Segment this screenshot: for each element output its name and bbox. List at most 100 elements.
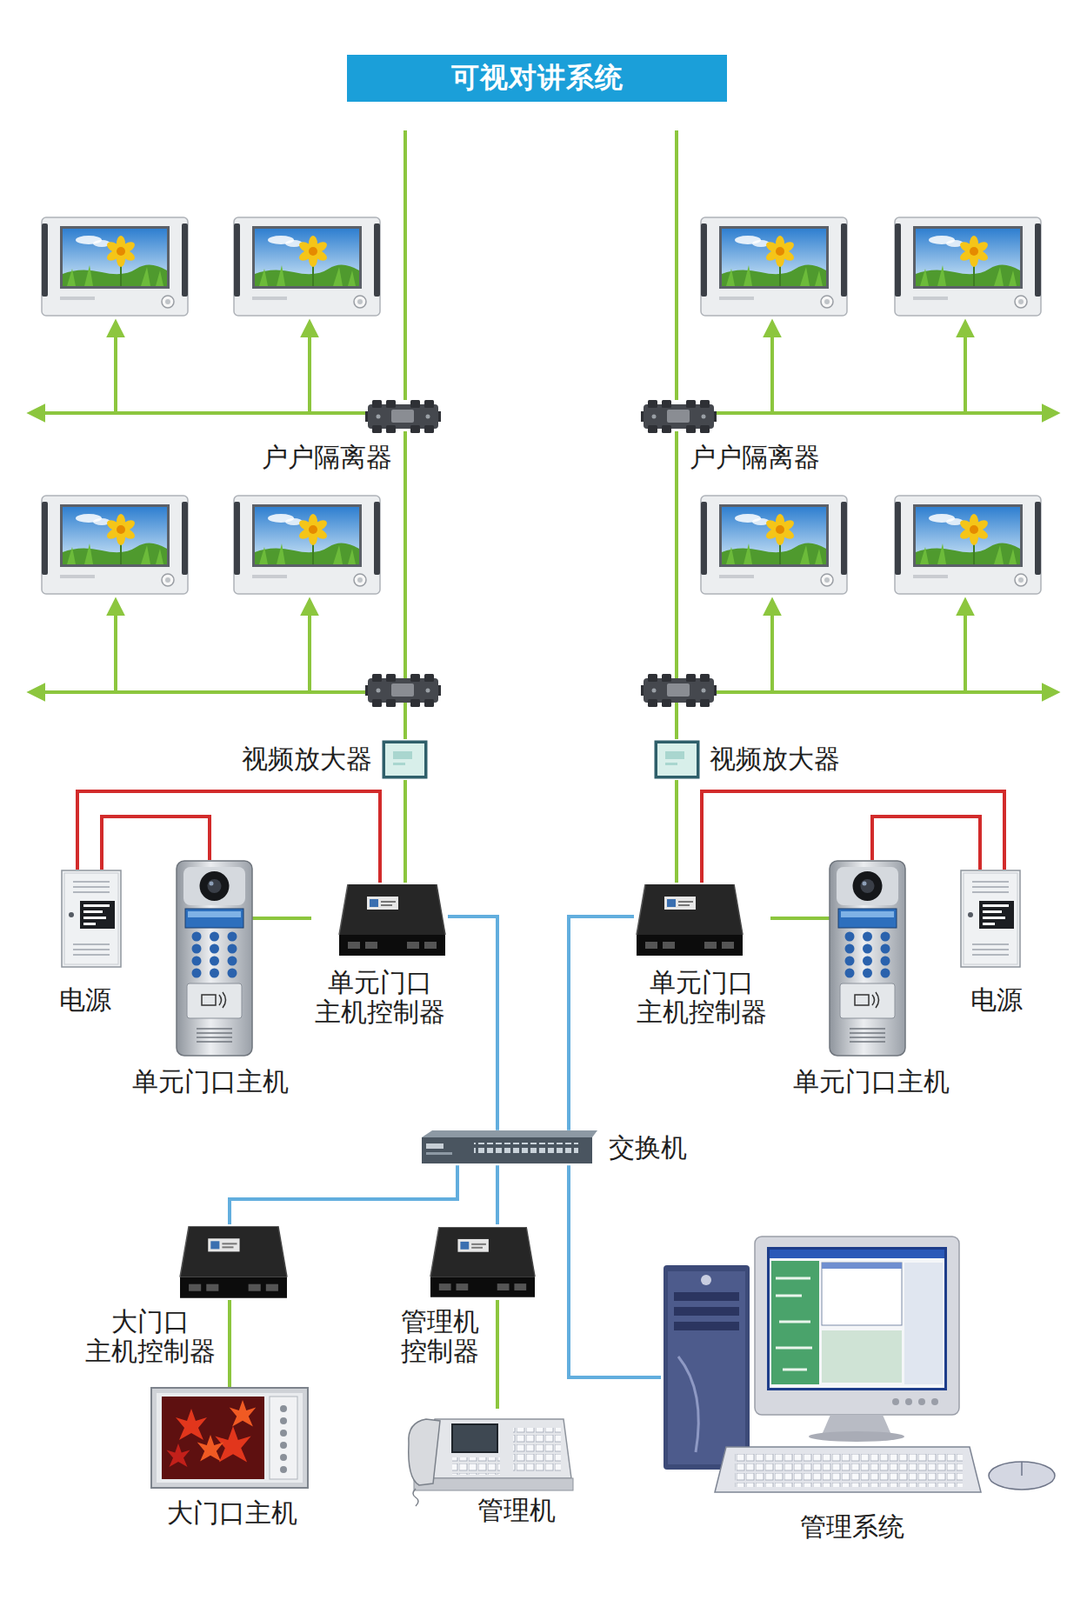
- indoor-monitor-part: [41, 217, 188, 316]
- indoor-monitor-part: [700, 217, 847, 316]
- green-wiring-part: [770, 333, 774, 414]
- device-node: 单元门口主机: [125, 860, 294, 1103]
- computer-illustration-part-part: [892, 1398, 900, 1406]
- management-phone-device-part: [513, 1427, 561, 1472]
- video-amplifier-device-part: [654, 740, 701, 780]
- management-phone-device-part: [452, 1424, 498, 1453]
- power-supply-device: [61, 870, 1021, 967]
- device-node: 单元门口主机: [787, 860, 957, 1103]
- computer-illustration: [663, 1236, 1055, 1493]
- green-wiring-part: [963, 333, 967, 414]
- green-wiring-part: [113, 612, 118, 693]
- switch-device-part: [421, 1130, 598, 1138]
- door-station-device-part: [176, 860, 253, 1056]
- gate-station-device-part-part: [175, 1408, 207, 1441]
- computer-illustration-part: [667, 1271, 746, 1465]
- green-wiring-part: [251, 916, 295, 921]
- indoor-monitor-part: [233, 217, 381, 316]
- device-label: 单元门口主机: [132, 1066, 289, 1098]
- computer-illustration-part: [673, 1321, 740, 1331]
- gate-station-device: [151, 1387, 308, 1488]
- video-amplifier-device: [382, 740, 701, 780]
- device-label: 大门口 主机控制器: [85, 1307, 216, 1368]
- device-node: 交换机: [417, 1130, 696, 1167]
- gate-station-device-part: [156, 1393, 303, 1483]
- computer-illustration-part-part: [905, 1398, 913, 1406]
- gate-station-device-part-part: [280, 1453, 287, 1461]
- device-node: 管理机: [404, 1408, 574, 1531]
- computer-illustration-part: [754, 1236, 960, 1415]
- green-wiring-part: [770, 612, 774, 693]
- gate-station-device-part-part: [280, 1466, 287, 1474]
- gate-station-device-part: [161, 1396, 265, 1480]
- isolator-device: [365, 400, 717, 707]
- green-wiring-part: [227, 1300, 232, 1374]
- green-wiring: [41, 130, 1046, 1374]
- isolator-device-part: [365, 400, 441, 434]
- controller-device-part: [430, 1227, 535, 1298]
- gate-station-device-part-part: [280, 1417, 287, 1425]
- power-supply-device-part: [61, 870, 121, 967]
- computer-illustration-part: [771, 1260, 820, 1385]
- video-amplifier-device-part: [382, 740, 428, 780]
- green-wiring-part: [495, 1300, 500, 1374]
- green-wiring-part: [403, 431, 407, 480]
- computer-illustration-part: [988, 1461, 1055, 1490]
- wire-connector: [495, 1372, 500, 1409]
- computer-illustration-part: [821, 1330, 902, 1383]
- wire-connector: [568, 916, 634, 1131]
- gate-station-device-part: [197, 1400, 257, 1462]
- device-label: 户户隔离器: [261, 442, 393, 474]
- switch-device-part: [426, 1152, 453, 1155]
- management-phone-device-part: [413, 1478, 574, 1491]
- wire-connector: [447, 916, 498, 1131]
- title-text: 可视对讲系统: [451, 59, 624, 98]
- device-node: 管理机 控制器: [395, 1224, 540, 1373]
- gate-station-device-part-part: [229, 1400, 257, 1428]
- wire-connector: [229, 1165, 458, 1225]
- computer-illustration-part-part: [918, 1398, 926, 1406]
- green-wiring-part: [714, 411, 1046, 415]
- green-wiring-part: [786, 916, 831, 921]
- isolator-device-part: [640, 673, 717, 707]
- gate-station-device-part-part: [280, 1441, 287, 1449]
- computer-illustration-part: [663, 1265, 750, 1470]
- device-node: 户户隔离器: [257, 396, 446, 479]
- computer-illustration-part-part: [931, 1398, 939, 1406]
- wire-connector: [674, 780, 679, 883]
- computer-illustration-part: [821, 1262, 902, 1269]
- device-label: 管理机: [477, 1495, 556, 1527]
- device-node: 单元门口 主机控制器: [311, 882, 448, 1031]
- switch-device-part: [473, 1142, 579, 1157]
- device-label: 户户隔离器: [689, 442, 821, 474]
- device-node: 大门口 主机控制器: [69, 1224, 298, 1373]
- green-wiring-part: [674, 431, 679, 480]
- device-label: 视频放大器: [709, 744, 841, 775]
- green-wiring-part: [403, 130, 407, 401]
- title-band: 可视对讲系统: [346, 54, 727, 102]
- device-label: 电源: [59, 985, 112, 1016]
- isolator-device-part: [640, 400, 717, 434]
- gate-station-device-part: [269, 1396, 298, 1480]
- device-node: 视频放大器: [233, 739, 433, 781]
- computer-illustration-part: [734, 1452, 963, 1488]
- computer-illustration-part: [714, 1447, 981, 1493]
- power-supply-device-part: [960, 870, 1021, 967]
- computer-illustration-part: [769, 1249, 945, 1388]
- switch-device-part: [426, 1143, 444, 1149]
- computer-illustration-part: [673, 1292, 740, 1301]
- green-wiring-part: [714, 690, 1046, 694]
- device-node: 电源: [50, 869, 124, 1020]
- gate-station-device-part: [280, 1405, 287, 1474]
- computer-illustration-part: [821, 1262, 902, 1326]
- indoor-monitor-part: [894, 495, 1041, 594]
- computer-illustration-part: [808, 1431, 905, 1442]
- indoor-monitor-part: [41, 495, 188, 594]
- device-label: 单元门口主机: [793, 1066, 950, 1098]
- switch-device: [421, 1130, 598, 1164]
- device-label: 单元门口 主机控制器: [314, 967, 446, 1028]
- gate-station-device-part: [166, 1443, 191, 1468]
- wire-connector: [293, 916, 312, 921]
- device-node: 单元门口 主机控制器: [633, 882, 771, 1031]
- computer-illustration-part: [769, 1249, 945, 1259]
